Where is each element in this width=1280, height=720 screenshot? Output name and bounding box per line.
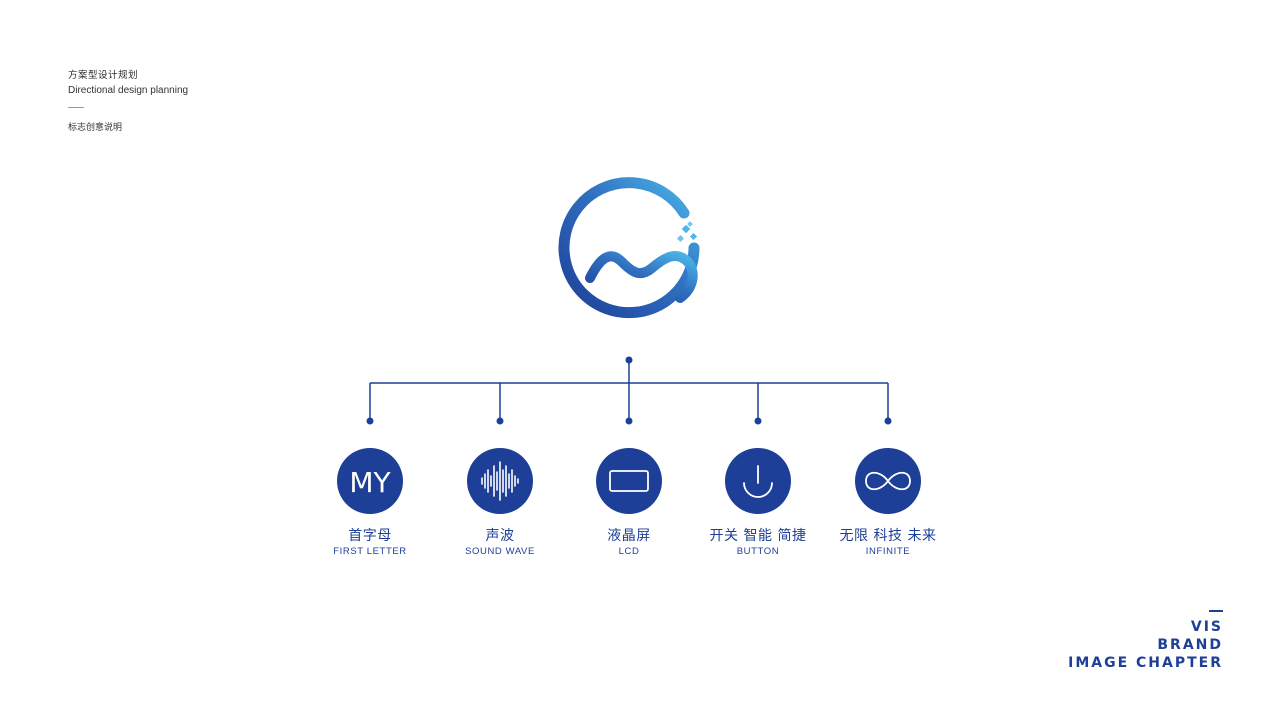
connector-dot-5 [884,417,892,425]
connector-dot-4 [754,417,762,425]
item-label-en: FIRST LETTER [333,546,407,557]
item-label-cn: 开关 智能 简捷 [709,528,807,544]
my-letters-icon: MY [337,448,403,514]
footer-line-vis: VIS [1190,619,1223,635]
connector-dot-2 [496,417,504,425]
item-label-cn: 首字母 [348,528,392,544]
header-block: 方案型设计规划 Directional design planning 标志创意… [68,70,188,134]
footer-line-image-chapter: IMAGE CHAPTER [1068,655,1223,671]
item-first-letter: 首字母 FIRST LETTER [300,527,440,558]
lcd-screen-icon [596,448,662,514]
item-button: 开关 智能 简捷 BUTTON [688,527,828,558]
header-divider [68,107,84,108]
connector-dots [366,356,892,425]
infinity-icon [855,448,921,514]
power-button-icon [725,448,791,514]
connector-dot-1 [366,417,374,425]
item-label-en: LCD [618,546,640,557]
connector-dot-top [625,356,633,364]
item-lcd: 液晶屏 LCD [559,527,699,558]
connector-dot-3 [625,417,633,425]
item-label-cn: 液晶屏 [607,528,651,544]
my-letters-glyph: MY [349,466,391,499]
connector-tree [369,360,889,421]
item-sound-wave: 声波 SOUND WAVE [430,527,570,558]
item-label-en: BUTTON [736,546,780,557]
item-label-cn: 无限 科技 未来 [839,528,937,544]
item-infinite: 无限 科技 未来 INFINITE [818,527,958,558]
footer-dash [1209,610,1223,612]
header-title-cn: 方案型设计规划 [68,70,139,81]
header-title-en: Directional design planning [68,85,189,96]
item-label-cn: 声波 [485,528,515,544]
item-label-en: INFINITE [865,546,911,557]
m-wave-circle-logo [558,177,700,319]
footer-line-brand: BRAND [1157,637,1223,653]
item-label-en: SOUND WAVE [465,546,535,557]
sound-wave-icon [467,448,533,514]
footer-block: VIS BRAND IMAGE CHAPTER [1068,610,1223,672]
header-subtitle-cn: 标志创意说明 [68,123,123,133]
